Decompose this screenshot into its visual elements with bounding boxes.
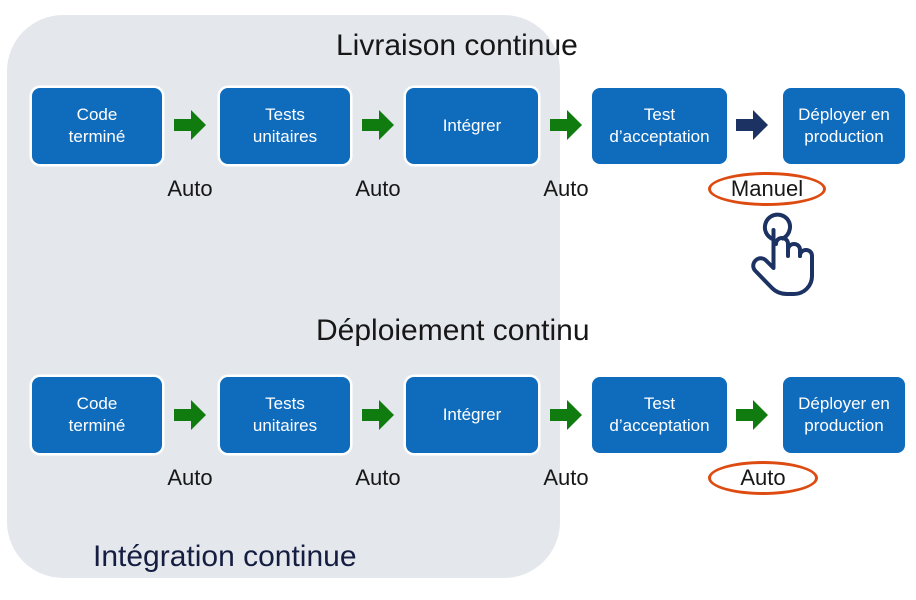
stage-box-deployer-production-deployment[interactable]: Déployer en production: [783, 377, 905, 453]
stage-box-integrer-deployment[interactable]: Intégrer: [406, 377, 538, 453]
stage-label-line2: terminé: [68, 416, 126, 435]
stage-label-line2: production: [804, 127, 884, 146]
stage-label-line1: Code: [76, 105, 118, 124]
arrow-green-1-delivery: [174, 110, 206, 140]
arrow-green-3-delivery: [550, 110, 582, 140]
connector-label-auto-1-delivery: Auto: [167, 176, 213, 201]
stage-box-test-acceptation-deployment[interactable]: Test d’acceptation: [592, 377, 727, 453]
stage-label-line2: d’acceptation: [609, 127, 710, 146]
connector-label-auto-2-deployment: Auto: [355, 465, 401, 490]
connector-label-auto-3-delivery: Auto: [543, 176, 589, 201]
connector-label-auto-4-deployment: Auto: [740, 465, 786, 490]
arrow-green-2-deployment: [362, 400, 394, 430]
stage-label-line1: Déployer en: [798, 394, 890, 413]
stage-label-line1: Code: [76, 394, 118, 413]
stage-label-line1: Tests: [265, 394, 305, 413]
arrow-green-4-deployment: [736, 400, 768, 430]
section-title-continuous-delivery: Livraison continue: [336, 29, 578, 62]
connector-label-auto-1-deployment: Auto: [167, 465, 213, 490]
stage-box-tests-unitaires-delivery[interactable]: Tests unitaires: [220, 88, 350, 164]
connector-label-manuel-delivery: Manuel: [730, 176, 804, 201]
arrow-green-2-delivery: [362, 110, 394, 140]
continuous-integration-label: Intégration continue: [93, 540, 357, 573]
stage-box-tests-unitaires-deployment[interactable]: Tests unitaires: [220, 377, 350, 453]
section-title-continuous-deployment: Déploiement continu: [316, 314, 590, 347]
connector-label-auto-3-deployment: Auto: [543, 465, 589, 490]
stage-label-line1: Test: [643, 105, 676, 124]
stage-box-code-termine-delivery[interactable]: Code terminé: [32, 88, 162, 164]
stage-box-deployer-production-delivery[interactable]: Déployer en production: [783, 88, 905, 164]
stage-label-line2: unitaires: [252, 127, 318, 146]
stage-label-line2: terminé: [68, 127, 126, 146]
tap-hand-icon: [742, 212, 818, 296]
stage-label-line2: d’acceptation: [609, 416, 710, 435]
stage-label-line1: Test: [643, 394, 676, 413]
stage-box-test-acceptation-delivery[interactable]: Test d’acceptation: [592, 88, 727, 164]
stage-label-line1: Intégrer: [442, 405, 502, 424]
highlight-ellipse-auto: [708, 461, 818, 495]
arrow-navy-manual-delivery: [736, 110, 768, 140]
stage-box-code-termine-deployment[interactable]: Code terminé: [32, 377, 162, 453]
arrow-green-1-deployment: [174, 400, 206, 430]
highlight-ellipse-manuel: [708, 172, 826, 206]
stage-label-line1: Tests: [265, 105, 305, 124]
arrow-green-3-deployment: [550, 400, 582, 430]
stage-label-line2: production: [804, 416, 884, 435]
stage-label-line1: Déployer en: [798, 105, 890, 124]
connector-label-auto-2-delivery: Auto: [355, 176, 401, 201]
stage-box-integrer-delivery[interactable]: Intégrer: [406, 88, 538, 164]
stage-label-line1: Intégrer: [442, 116, 502, 135]
stage-label-line2: unitaires: [252, 416, 318, 435]
